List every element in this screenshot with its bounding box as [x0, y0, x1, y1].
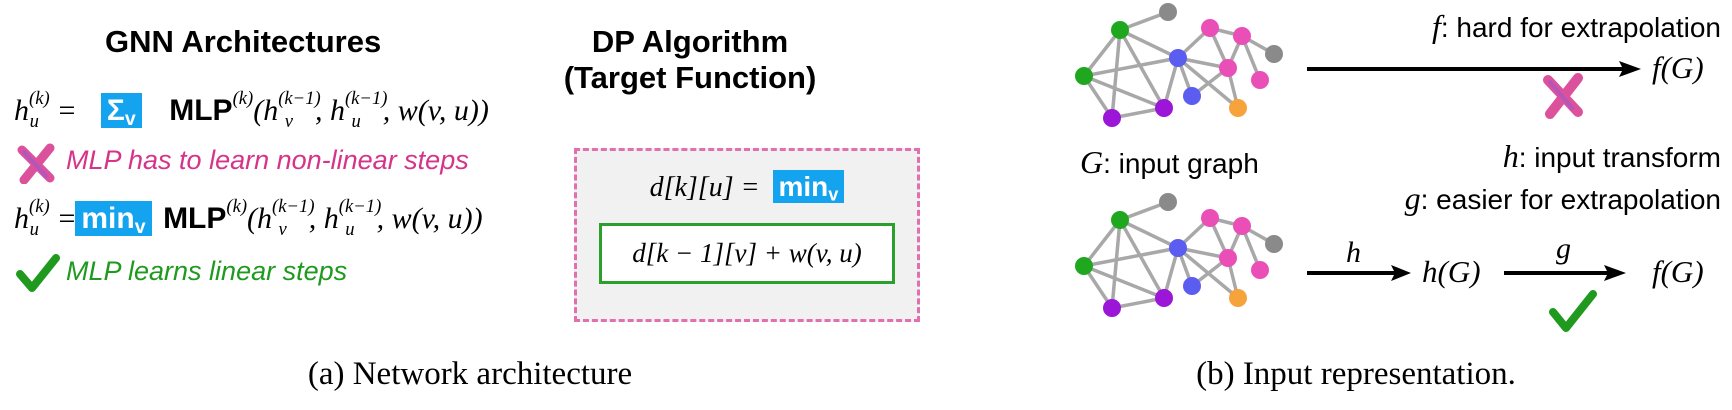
check-mark-icon [16, 254, 60, 292]
dp-recurrence-term: d[k − 1][v] + w(v, u) [599, 223, 895, 284]
arrow-g-label: g [1556, 232, 1571, 265]
dp-title-line2: (Target Function) [563, 60, 817, 95]
caption-b: (b) Input representation. [1196, 356, 1516, 392]
dp-min-highlight: minv [772, 170, 845, 204]
dp-equation: d[k][u] = minv [577, 170, 917, 204]
check-mark-icon [1549, 290, 1597, 332]
equation-min-aggregation: h(k)u =minv MLP(k)(h(k−1)v, h(k−1)u, w(v… [14, 196, 483, 240]
equation-sum-aggregation: h(k)u = Σv MLP(k)(h(k−1)v, h(k−1)u, w(v,… [14, 88, 489, 132]
eq1-mlp: MLP [169, 94, 233, 127]
h-of-g: h(G) [1422, 254, 1481, 289]
h-label: h: input transform [1502, 138, 1721, 174]
cross-mark-icon [1543, 73, 1583, 119]
caption-a: (a) Network architecture [307, 356, 633, 392]
linear-note: MLP learns linear steps [66, 256, 348, 286]
min-aggregation-highlight: minv [75, 201, 152, 237]
non-linear-note: MLP has to learn non-linear steps [66, 145, 469, 175]
gnn-architectures-title: GNN Architectures [105, 24, 382, 59]
input-graph-bottom [1075, 193, 1283, 317]
arrow-h-label: h [1346, 236, 1361, 269]
f-of-g-top: f(G) [1652, 50, 1704, 85]
cross-mark-icon [17, 143, 55, 184]
graph-label: G: input graph [1080, 144, 1259, 180]
dp-title-line1: DP Algorithm [591, 24, 789, 59]
f-label: f: hard for extrapolation [1431, 8, 1721, 44]
g-arrow [1504, 265, 1626, 281]
input-graph-top [1075, 3, 1283, 127]
sum-aggregation-highlight: Σv [100, 93, 142, 129]
g-label: g: easier for extrapolation [1404, 180, 1721, 216]
h-arrow [1307, 265, 1411, 281]
dp-target-box: d[k][u] = minv d[k − 1][v] + w(v, u) [574, 148, 920, 322]
eq1-lhs: h [14, 94, 29, 127]
dp-algorithm-title: DP Algorithm (Target Function) [560, 24, 820, 96]
f-of-g-bottom: f(G) [1652, 254, 1704, 289]
f-arrow [1307, 61, 1641, 77]
